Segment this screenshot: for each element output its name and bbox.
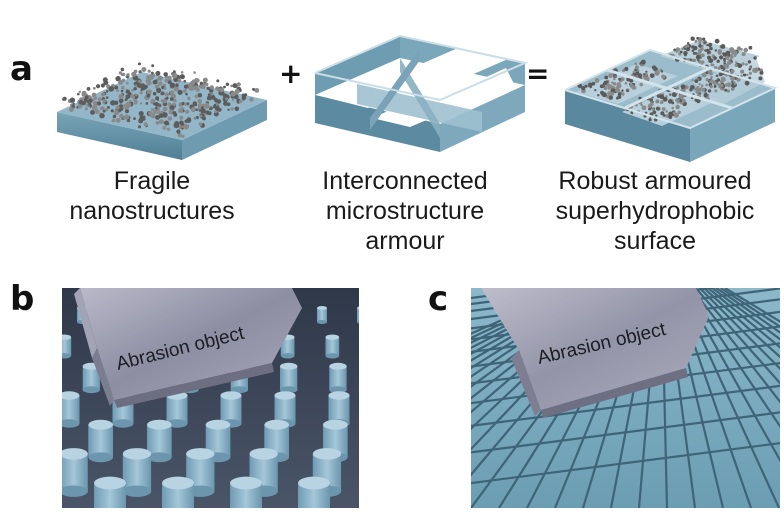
microstructure-armour-illustration	[314, 34, 529, 152]
panel-a-letter: a	[10, 49, 33, 89]
pillar-abrasion-illustration: Abrasion object	[62, 288, 359, 508]
abrasion-object	[481, 288, 709, 418]
equals-sign: =	[526, 57, 550, 90]
panel-c-letter: c	[428, 279, 449, 319]
caption-armoured-surface: Robust armoured superhydrophobic surface	[535, 166, 775, 256]
caption-line: microstructure	[325, 197, 485, 225]
caption-line: nanostructures	[69, 197, 235, 225]
caption-line: Robust armoured	[558, 167, 752, 195]
caption-microstructure-armour: Interconnected microstructure armour	[300, 166, 510, 256]
plus-sign: +	[279, 57, 303, 90]
nanostructure-cluster	[61, 62, 260, 138]
caption-line: Interconnected	[322, 167, 488, 195]
caption-line: superhydrophobic	[555, 197, 755, 225]
caption-line: armour	[365, 227, 445, 255]
caption-fragile-nanostructures: Fragile nanostructures	[52, 166, 252, 226]
caption-line: Fragile	[113, 167, 191, 195]
fragile-nanostructures-illustration	[57, 62, 267, 160]
armoured-surface-illustration	[564, 36, 778, 162]
panel-b-letter: b	[10, 279, 35, 319]
pillar-array	[62, 306, 359, 508]
abrasion-object	[74, 288, 302, 408]
caption-line: surface	[614, 227, 696, 255]
armour-abrasion-illustration: Abrasion object	[471, 288, 780, 508]
